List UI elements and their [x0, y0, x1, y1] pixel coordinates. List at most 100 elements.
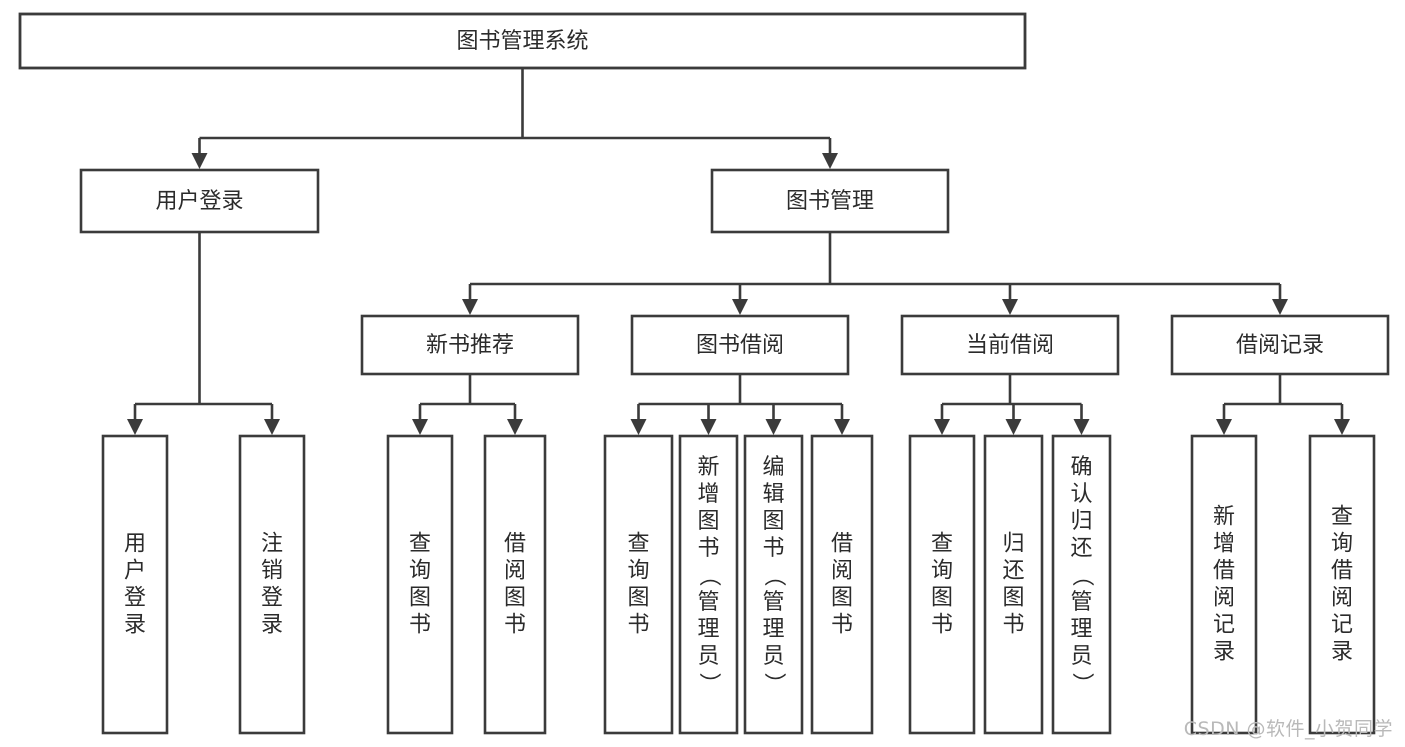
node-borrow-record[interactable]: 借阅记录: [1170, 314, 1390, 376]
glyph: 管: [1070, 590, 1092, 615]
glyph: 增: [697, 482, 719, 507]
glyph: 归: [1002, 532, 1024, 557]
glyph: 图: [831, 586, 853, 611]
node-new-book-rec[interactable]: 新书推荐: [360, 314, 580, 376]
glyph: 阅: [831, 559, 853, 584]
glyph: 管: [762, 590, 784, 615]
arrow-head-icon: [1073, 419, 1090, 435]
glyph: 图: [504, 586, 526, 611]
node-rect-leaf-query-borrow-record: [1308, 434, 1376, 735]
glyph: ）: [1069, 672, 1094, 694]
arrow-head-icon: [1272, 299, 1288, 315]
arrow-head-icon: [700, 419, 717, 435]
edge-group-new-book-rec: [412, 374, 523, 435]
arrow-head-icon: [934, 419, 950, 435]
edge-group-book-manage: [462, 232, 1288, 315]
glyph: 记: [1331, 613, 1353, 638]
edge-group-root: [191, 68, 838, 169]
edge-group-book-borrow: [630, 374, 850, 435]
node-book-borrow[interactable]: 图书借阅: [630, 314, 850, 376]
glyph: 登: [124, 586, 146, 611]
node-rect-user-login: [79, 168, 320, 234]
arrow-head-icon: [1216, 419, 1232, 435]
arrow-head-icon: [765, 419, 782, 435]
glyph: 书: [627, 613, 649, 638]
node-leaf-user-login[interactable]: 用户登录: [101, 434, 169, 735]
glyph: 查: [409, 532, 431, 557]
glyph: 图: [697, 509, 719, 534]
node-rect-root: [18, 12, 1027, 70]
glyph: （: [696, 564, 721, 586]
node-label-leaf-user-login: 用户登录: [124, 532, 146, 638]
edge-group-borrow-record: [1216, 374, 1350, 435]
arrow-head-icon: [507, 419, 523, 435]
node-label-user-login: 用户登录: [155, 189, 243, 214]
node-book-manage[interactable]: 图书管理: [710, 168, 950, 234]
glyph: 录: [1213, 640, 1235, 665]
node-rect-leaf-confirm-return-admin: [1051, 434, 1112, 735]
node-rect-book-manage: [710, 168, 950, 234]
arrow-head-icon: [834, 419, 850, 435]
glyph: 辑: [762, 482, 784, 507]
glyph: 查: [627, 532, 649, 557]
glyph: 图: [762, 509, 784, 534]
node-rect-leaf-add-borrow-record: [1190, 434, 1258, 735]
glyph: 书: [697, 536, 719, 561]
glyph: 录: [1331, 640, 1353, 665]
arrow-head-icon: [732, 299, 748, 315]
node-root[interactable]: 图书管理系统: [18, 12, 1027, 70]
glyph: 图: [1002, 586, 1024, 611]
glyph: 理: [697, 617, 719, 642]
node-label-book-borrow: 图书借阅: [696, 333, 784, 358]
arrow-head-icon: [630, 419, 647, 435]
glyph: 阅: [1213, 586, 1235, 611]
node-rect-current-borrow: [900, 314, 1120, 376]
node-label-root: 图书管理系统: [456, 29, 588, 54]
node-current-borrow[interactable]: 当前借阅: [900, 314, 1120, 376]
glyph: 录: [124, 613, 146, 638]
node-user-login[interactable]: 用户登录: [79, 168, 320, 234]
glyph: 记: [1213, 613, 1235, 638]
glyph: 编: [762, 455, 784, 480]
glyph: 阅: [1331, 586, 1353, 611]
glyph: 借: [831, 532, 853, 557]
node-rect-leaf-borrow-book: [810, 434, 874, 735]
node-rect-borrow-record: [1170, 314, 1390, 376]
glyph: 询: [627, 559, 649, 584]
glyph: 新: [697, 455, 719, 480]
glyph: 借: [504, 532, 526, 557]
glyph: ）: [696, 672, 721, 694]
arrow-head-icon: [822, 153, 838, 169]
glyph: 书: [831, 613, 853, 638]
glyph: 查: [931, 532, 953, 557]
glyph: 销: [261, 559, 283, 584]
glyph: 书: [762, 536, 784, 561]
glyph: 理: [1070, 617, 1092, 642]
node-rect-leaf-query-book-current: [908, 434, 976, 735]
glyph: 询: [1331, 532, 1353, 557]
node-rect-leaf-logout-login: [238, 434, 306, 735]
node-rect-new-book-rec: [360, 314, 580, 376]
glyph: 确: [1070, 455, 1092, 480]
glyph: 注: [261, 532, 283, 557]
